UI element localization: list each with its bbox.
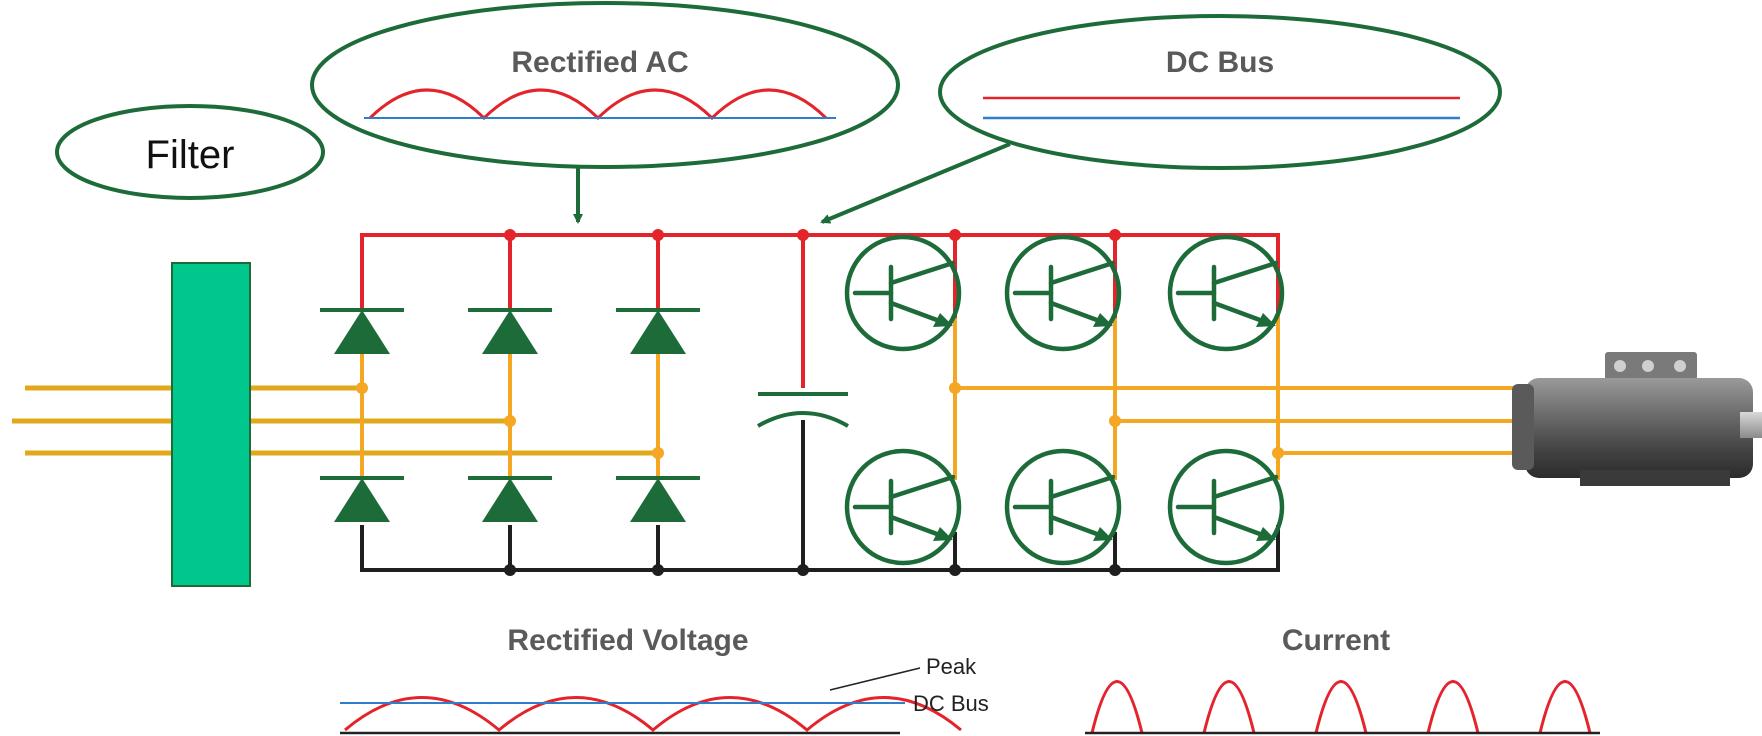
current-title: Current [1282, 624, 1390, 657]
capacitor-icon [757, 392, 849, 428]
dc-bus-callout: DC Bus [820, 14, 1502, 224]
diode-icon [616, 308, 700, 354]
transistor-icon [844, 234, 962, 352]
transistor-icon [1004, 448, 1122, 566]
upper-transistors [844, 234, 1285, 352]
dc-bus-level-label: DC Bus [913, 691, 989, 716]
lower-transistors [844, 448, 1285, 566]
transistor-icon [1167, 448, 1285, 566]
diode-icon [468, 308, 552, 354]
diode-icon [616, 476, 700, 522]
upper-diodes [320, 308, 700, 354]
ac-input-lines [12, 385, 660, 456]
current-panel: Current [1085, 624, 1600, 735]
rectified-voltage-panel: Rectified Voltage Peak DC Bus [340, 624, 989, 735]
transistor-icon [844, 448, 962, 566]
filter-block [171, 262, 251, 587]
negative-rail [360, 420, 1280, 572]
diode-icon [468, 476, 552, 522]
dc-bus-ellipse [938, 14, 1502, 170]
dc-bus-label: DC Bus [1166, 46, 1274, 79]
transistor-icon [1004, 234, 1122, 352]
peak-leader [829, 667, 921, 691]
diode-icon [320, 308, 404, 354]
dc-bus-arrow [820, 142, 1011, 224]
peak-label: Peak [926, 654, 977, 679]
filter-callout: Filter [55, 104, 325, 200]
diode-icon [320, 476, 404, 522]
current-pulses [1090, 680, 1592, 734]
rectified-ac-ellipse [310, 1, 900, 169]
transistor-icon [1167, 234, 1285, 352]
rectifier-ac-wiring [360, 346, 660, 480]
rectified-voltage-title: Rectified Voltage [507, 624, 748, 657]
rectified-ac-label: Rectified AC [511, 46, 688, 79]
rectified-ac-callout: Rectified AC [310, 1, 900, 224]
junction-dots [356, 229, 1284, 576]
filter-callout-ellipse [55, 104, 325, 200]
filter-label: Filter [146, 133, 235, 177]
motor-icon [1512, 352, 1762, 486]
lower-diodes [320, 476, 700, 522]
